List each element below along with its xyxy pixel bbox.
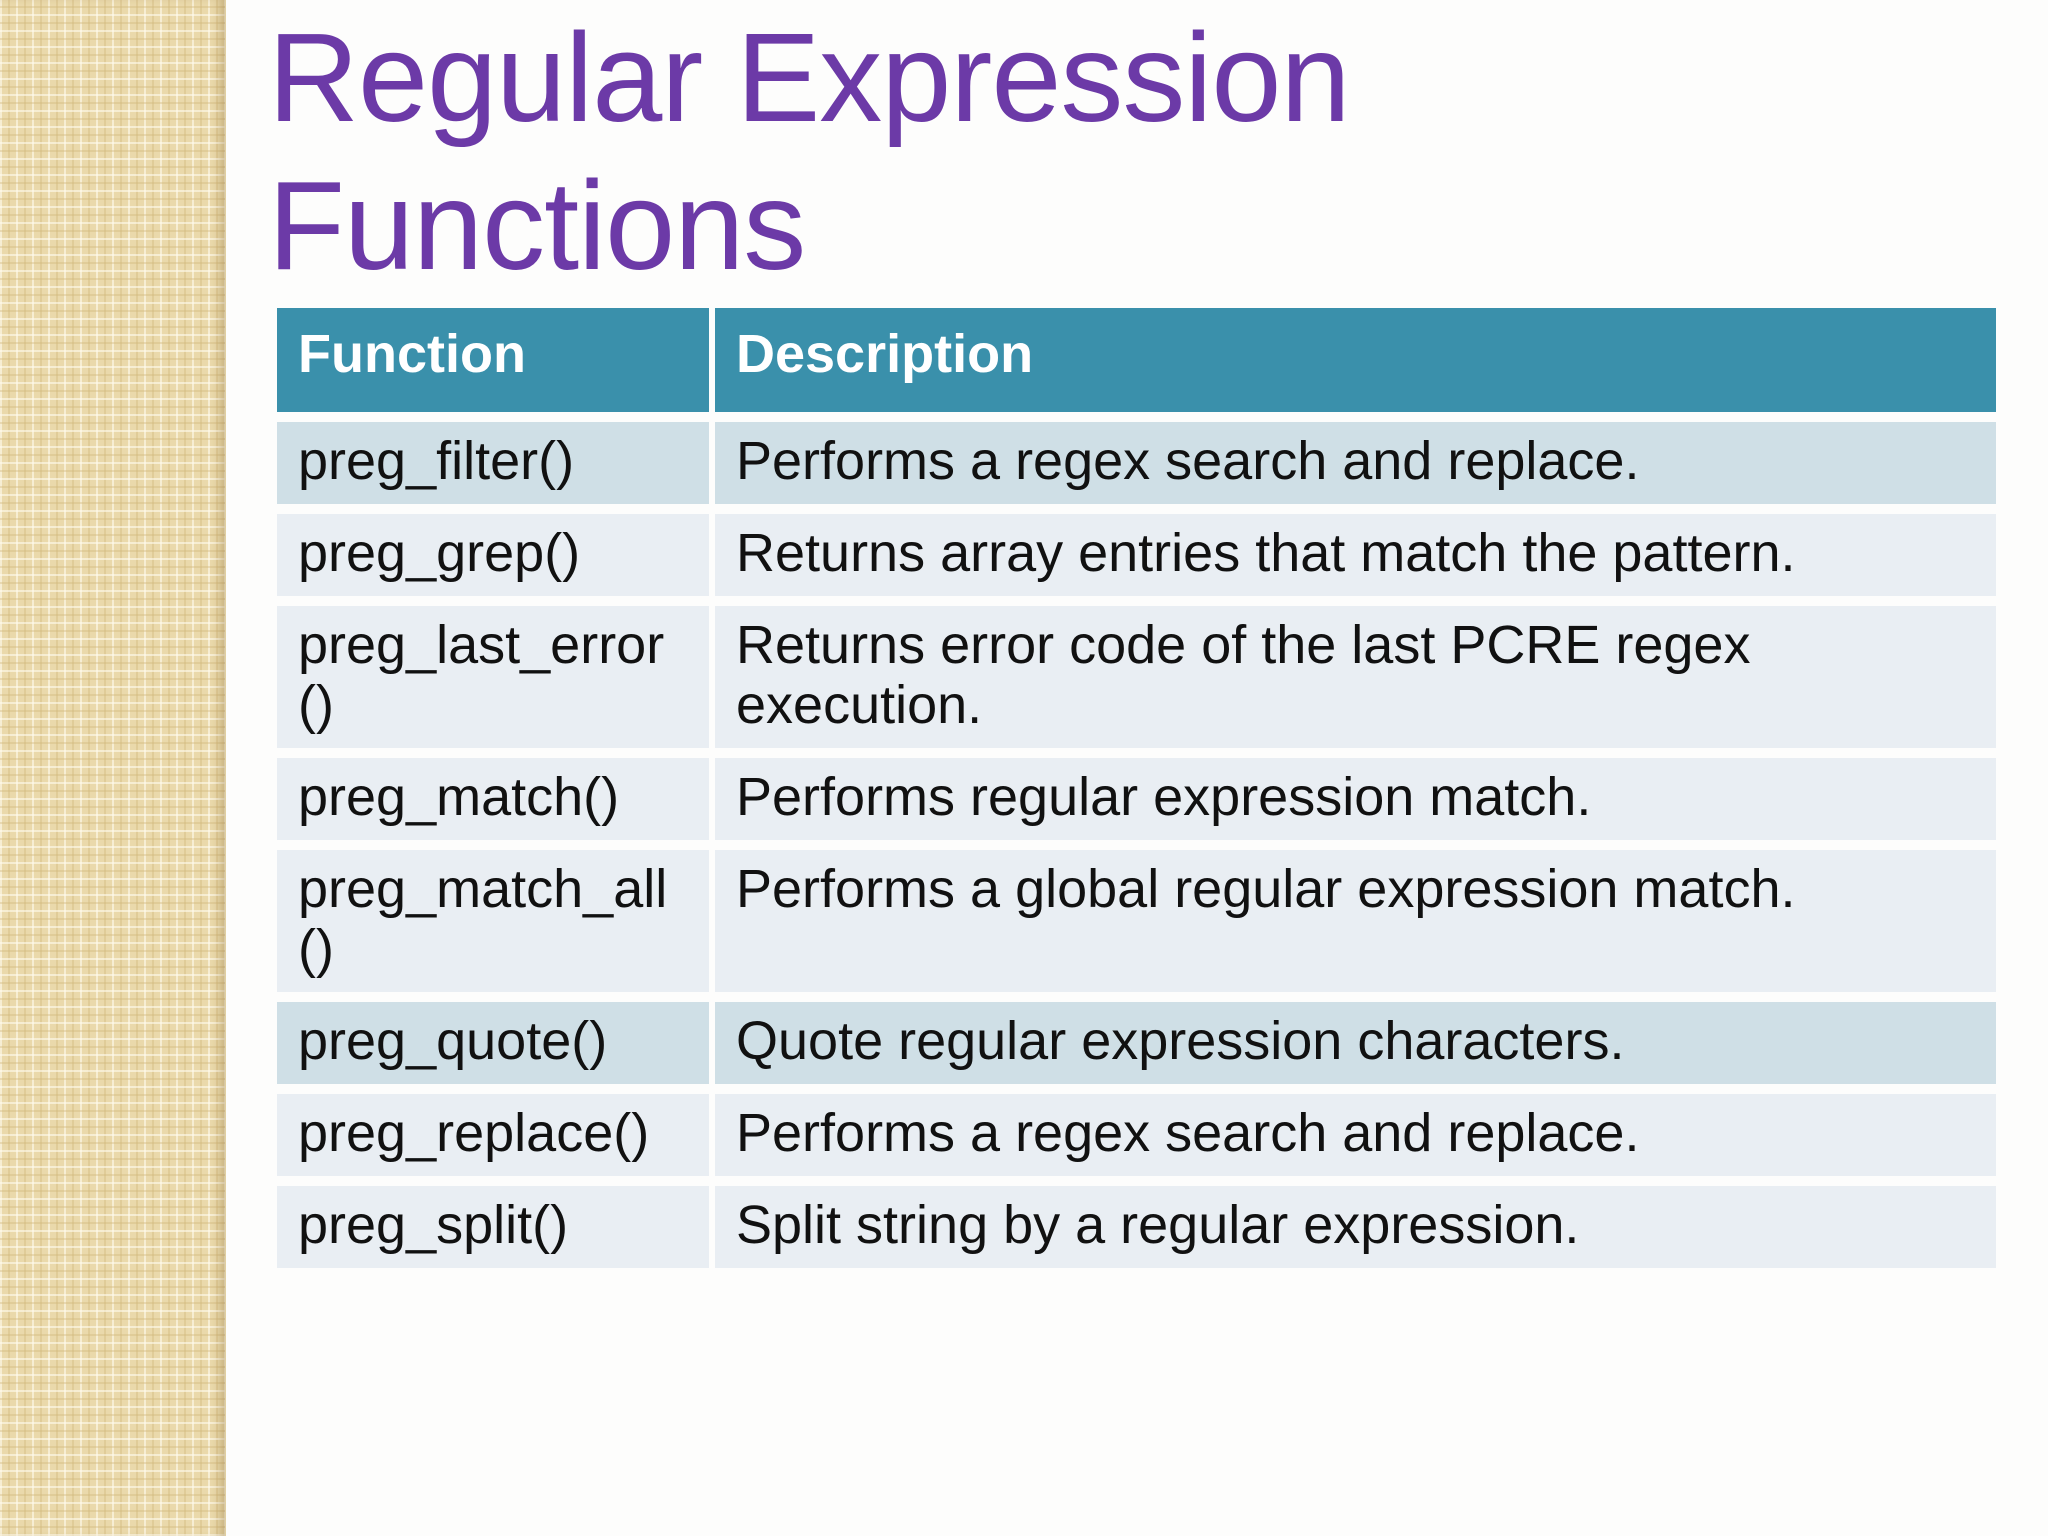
function-cell: preg_quote(): [277, 1002, 709, 1084]
description-cell: Performs a regex search and replace.: [715, 1094, 1996, 1176]
table-row: preg_last_error () Returns error code of…: [277, 606, 1996, 748]
description-cell: Quote regular expression characters.: [715, 1002, 1996, 1084]
table-row: preg_grep() Returns array entries that m…: [277, 514, 1996, 596]
functions-table: Function Description preg_filter() Perfo…: [277, 308, 1996, 1268]
column-header-function: Function: [277, 308, 709, 412]
function-cell: preg_split(): [277, 1186, 709, 1268]
slide-title-line-1: Regular Expression: [268, 7, 1351, 148]
description-cell: Performs regular expression match.: [715, 758, 1996, 840]
table-row: preg_quote() Quote regular expression ch…: [277, 1002, 1996, 1084]
table-row: preg_split() Split string by a regular e…: [277, 1186, 1996, 1268]
slide-title-line-2: Functions: [268, 155, 806, 296]
function-cell: preg_replace(): [277, 1094, 709, 1176]
table-row: preg_match_all () Performs a global regu…: [277, 850, 1996, 992]
table-row: preg_filter() Performs a regex search an…: [277, 422, 1996, 504]
function-cell: preg_last_error (): [277, 606, 709, 748]
description-cell: Split string by a regular expression.: [715, 1186, 1996, 1268]
description-cell: Returns error code of the last PCRE rege…: [715, 606, 1996, 748]
description-cell: Returns array entries that match the pat…: [715, 514, 1996, 596]
table-header-row: Function Description: [277, 308, 1996, 412]
description-cell: Performs a regex search and replace.: [715, 422, 1996, 504]
table-row: preg_match() Performs regular expression…: [277, 758, 1996, 840]
table-body: preg_filter() Performs a regex search an…: [277, 412, 1996, 1268]
function-cell: preg_grep(): [277, 514, 709, 596]
description-cell: Performs a global regular expression mat…: [715, 850, 1996, 992]
table-row: preg_replace() Performs a regex search a…: [277, 1094, 1996, 1176]
function-cell: preg_match_all (): [277, 850, 709, 992]
column-header-description: Description: [715, 308, 1996, 412]
decorative-sidebar-texture: [0, 0, 226, 1536]
function-cell: preg_filter(): [277, 422, 709, 504]
function-cell: preg_match(): [277, 758, 709, 840]
